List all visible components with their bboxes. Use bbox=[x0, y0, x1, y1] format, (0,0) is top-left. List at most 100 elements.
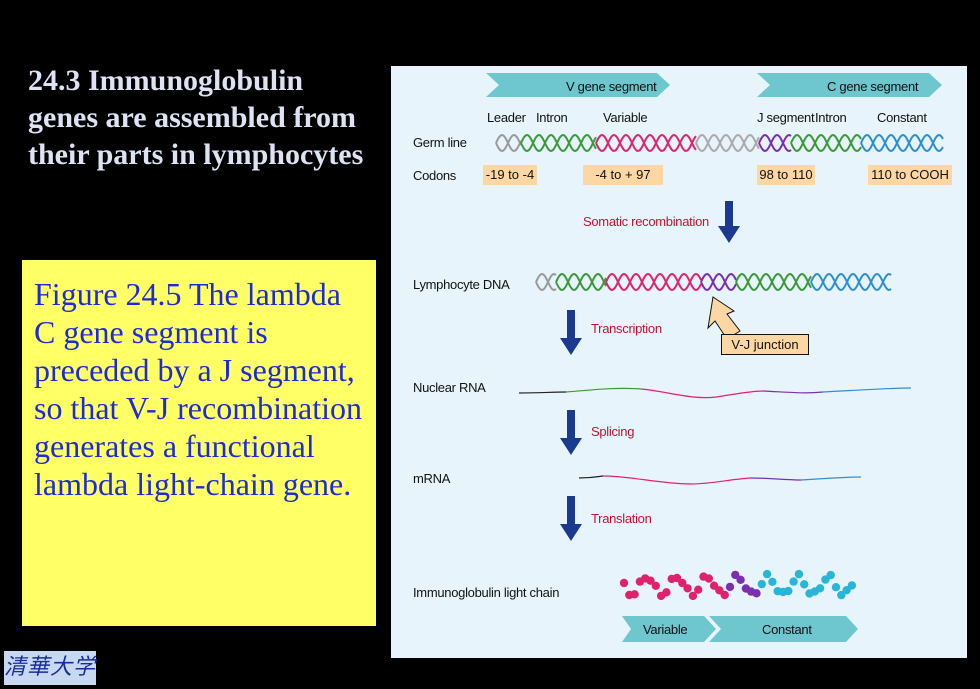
vj-junction-label: V-J junction bbox=[721, 334, 809, 355]
university-logo: 清華大学 bbox=[4, 651, 96, 685]
v-segment-label: V gene segment bbox=[566, 79, 657, 94]
germline-j-strand bbox=[758, 133, 792, 153]
lymphocyte-dna-helix bbox=[535, 272, 892, 292]
variable-header-label: Variable bbox=[603, 110, 648, 125]
nuclear-rna-variable bbox=[640, 388, 764, 399]
codon-range-j: 98 to 110 bbox=[757, 165, 815, 185]
diagram-panel: V gene segment C gene segment Leader Int… bbox=[391, 66, 967, 658]
germline-constant-strand bbox=[860, 133, 944, 153]
germline-constant-strand bbox=[860, 133, 944, 153]
amino-acid-bead bbox=[757, 579, 766, 589]
translation-label: Translation bbox=[591, 511, 652, 526]
codon-range-leader: -19 to -4 bbox=[483, 165, 537, 185]
somatic-recombination-arrow bbox=[718, 201, 740, 243]
figure-caption: Figure 24.5 The lambda C gene segment is… bbox=[34, 276, 362, 502]
amino-acid-bead bbox=[646, 576, 655, 585]
mrna-j bbox=[750, 477, 802, 481]
light-chain-beads bbox=[619, 569, 857, 601]
lymph-constant-strand bbox=[810, 272, 892, 292]
amino-acid-bead bbox=[752, 589, 761, 598]
amino-acid-bead bbox=[762, 569, 772, 579]
amino-acid-bead bbox=[847, 581, 857, 590]
nuclear-rna-leader bbox=[518, 391, 567, 394]
nuclear-rna-j bbox=[762, 390, 824, 394]
lymph-j-strand bbox=[700, 272, 737, 292]
somatic-recombination-label: Somatic recombination bbox=[583, 214, 709, 229]
lymph-intron-strand bbox=[735, 272, 812, 292]
amino-acid-bead bbox=[794, 569, 804, 579]
amino-acid-bead bbox=[784, 586, 793, 596]
constant-header-label: Constant bbox=[877, 110, 927, 125]
amino-acid-bead bbox=[800, 580, 809, 589]
nuclear-rna-constant bbox=[822, 387, 912, 393]
mrna-variable bbox=[602, 475, 752, 485]
constant-domain-label: Constant bbox=[762, 622, 812, 637]
nuclear-rna-intron bbox=[565, 387, 642, 393]
amino-acid-bead bbox=[651, 581, 660, 590]
intron-label-2: Intron bbox=[815, 110, 847, 125]
slide-title: 24.3 Immunoglobulin genes are assembled … bbox=[28, 64, 364, 171]
amino-acid-bead bbox=[736, 575, 745, 584]
mrna-constant bbox=[800, 476, 862, 481]
amino-acid-bead bbox=[619, 578, 629, 588]
germline-variable-strand bbox=[595, 133, 697, 153]
amino-acid-bead bbox=[678, 578, 687, 588]
amino-acid-bead bbox=[688, 591, 698, 601]
transcription-label: Transcription bbox=[591, 321, 662, 336]
germline-leader-strand bbox=[520, 133, 597, 153]
splicing-label: Splicing bbox=[591, 424, 635, 439]
germ-line-label: Germ line bbox=[413, 135, 467, 150]
germline-spacer-strand bbox=[695, 133, 760, 153]
j-segment-label: J segment bbox=[757, 110, 815, 125]
translation-arrow bbox=[560, 496, 582, 541]
germline-j-strand bbox=[758, 133, 792, 153]
amino-acid-bead bbox=[731, 570, 740, 580]
amino-acid-bead bbox=[704, 574, 713, 583]
mrna-cap bbox=[578, 475, 604, 479]
lymph-leader-strand bbox=[555, 272, 607, 292]
codon-range-constant: 110 to COOH bbox=[868, 165, 952, 185]
splicing-arrow bbox=[560, 410, 582, 455]
germline-dna bbox=[495, 133, 944, 153]
c-segment-arrow bbox=[757, 73, 942, 97]
amino-acid-bead bbox=[826, 570, 835, 580]
transcription-arrow bbox=[560, 310, 582, 355]
lymph-leader-grey-strand bbox=[535, 272, 557, 292]
codons-label: Codons bbox=[413, 168, 457, 183]
lymphocyte-dna-label: Lymphocyte DNA bbox=[413, 277, 510, 292]
amino-acid-bead bbox=[683, 584, 692, 593]
amino-acid-bead bbox=[662, 588, 671, 597]
germline-intron-strand bbox=[790, 133, 862, 153]
logo-text: 清華大学 bbox=[4, 655, 97, 680]
amino-acid-bead bbox=[694, 585, 703, 594]
variable-domain-arrow bbox=[622, 616, 716, 642]
light-chain-label: Immunoglobulin light chain bbox=[413, 585, 560, 600]
diagram-graphics bbox=[486, 73, 944, 642]
amino-acid-bead bbox=[837, 590, 846, 600]
vj-junction-pointer bbox=[707, 296, 741, 340]
variable-domain-label: Variable bbox=[643, 622, 688, 637]
amino-acid-bead bbox=[768, 577, 777, 586]
germline-leader-grey-strand bbox=[495, 133, 522, 153]
v-segment-arrow bbox=[486, 73, 670, 97]
amino-acid-bead bbox=[831, 583, 841, 592]
leader-label: Leader bbox=[487, 110, 526, 125]
amino-acid-bead bbox=[630, 590, 639, 599]
c-segment-label: C gene segment bbox=[827, 79, 919, 94]
lymph-j-strand bbox=[700, 272, 737, 292]
germline-variable-strand bbox=[595, 133, 697, 153]
lymph-leader-strand bbox=[555, 272, 607, 292]
amino-acid-bead bbox=[789, 577, 798, 586]
intron-label-1: Intron bbox=[536, 110, 568, 125]
constant-domain-arrow bbox=[709, 616, 858, 642]
lymph-constant-strand bbox=[810, 272, 892, 292]
amino-acid-bead bbox=[725, 582, 735, 592]
caption-box bbox=[22, 260, 376, 626]
amino-acid-bead bbox=[672, 573, 682, 583]
lymph-leader-grey-strand bbox=[535, 272, 557, 292]
amino-acid-bead bbox=[815, 584, 825, 593]
germline-spacer-strand bbox=[695, 133, 760, 153]
nuclear-rna-label: Nuclear RNA bbox=[413, 380, 486, 395]
mrna-label: mRNA bbox=[413, 471, 451, 486]
amino-acid-bead bbox=[720, 590, 729, 600]
